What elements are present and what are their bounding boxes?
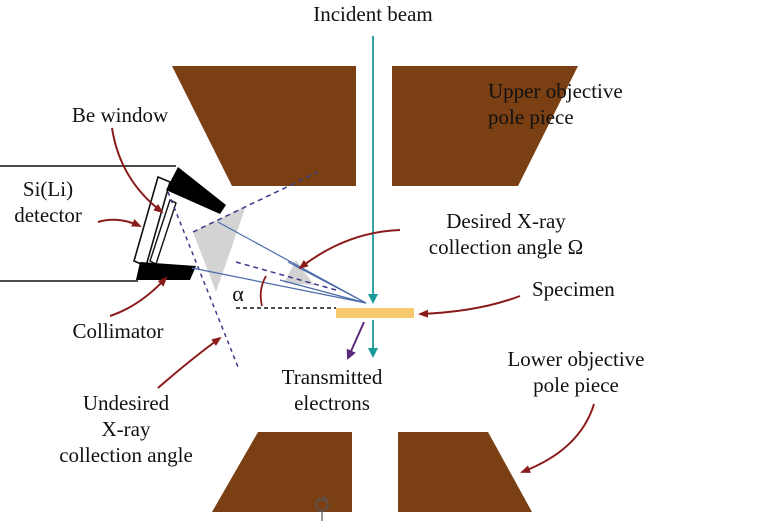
specimen-arrow	[418, 295, 521, 318]
specimen	[336, 308, 414, 318]
upper-left-pole-piece	[172, 66, 356, 186]
xray-ray-2	[191, 267, 367, 304]
upper-right-pole-piece	[392, 66, 578, 186]
desired-label-line2: collection angle Ω	[429, 235, 583, 259]
alpha-label: α	[232, 281, 244, 306]
undesired-label-line2: X-ray	[102, 417, 151, 441]
lower-left-pole-piece	[212, 432, 352, 512]
lower-pole-arrow	[520, 403, 595, 473]
collimator-top	[166, 167, 226, 214]
be-window-label: Be window	[72, 103, 169, 127]
xray-ray-4	[279, 279, 367, 304]
detector-arrow	[97, 218, 142, 227]
upper-pole-label-line2: pole piece	[488, 105, 574, 129]
undesired-arrow	[157, 336, 222, 389]
collimator-bottom	[136, 262, 196, 280]
transmitted-label-line1: Transmitted	[282, 365, 383, 389]
lower-right-pole-piece	[398, 432, 532, 512]
electron-arrow	[346, 321, 365, 360]
transmitted-label-line2: electrons	[294, 391, 370, 415]
upper-pole-label-line1: Upper objective	[488, 79, 623, 103]
collimator-label: Collimator	[73, 319, 164, 343]
rotate-cursor-icon	[315, 496, 329, 521]
desired-arrow	[298, 229, 401, 270]
desired-label-line1: Desired X-ray	[446, 209, 566, 233]
be-window-arrow	[111, 127, 164, 214]
undesired-collection-cone	[193, 206, 246, 292]
collimator-arrow	[109, 276, 168, 317]
detector-label-line1: Si(Li)	[23, 177, 73, 201]
dashed-line-cone	[235, 261, 337, 291]
lower-pole-label-line1: Lower objective	[507, 347, 644, 371]
undesired-label-line3: collection angle	[59, 443, 193, 467]
incident-beam-label: Incident beam	[313, 2, 433, 26]
specimen-label: Specimen	[532, 277, 615, 301]
lower-pole-label-line2: pole piece	[533, 373, 619, 397]
desired-collection-cone	[284, 260, 314, 285]
undesired-label-line1: Undesired	[83, 391, 170, 415]
alpha-angle-arc	[259, 275, 267, 307]
detector-label-line2: detector	[14, 203, 82, 227]
